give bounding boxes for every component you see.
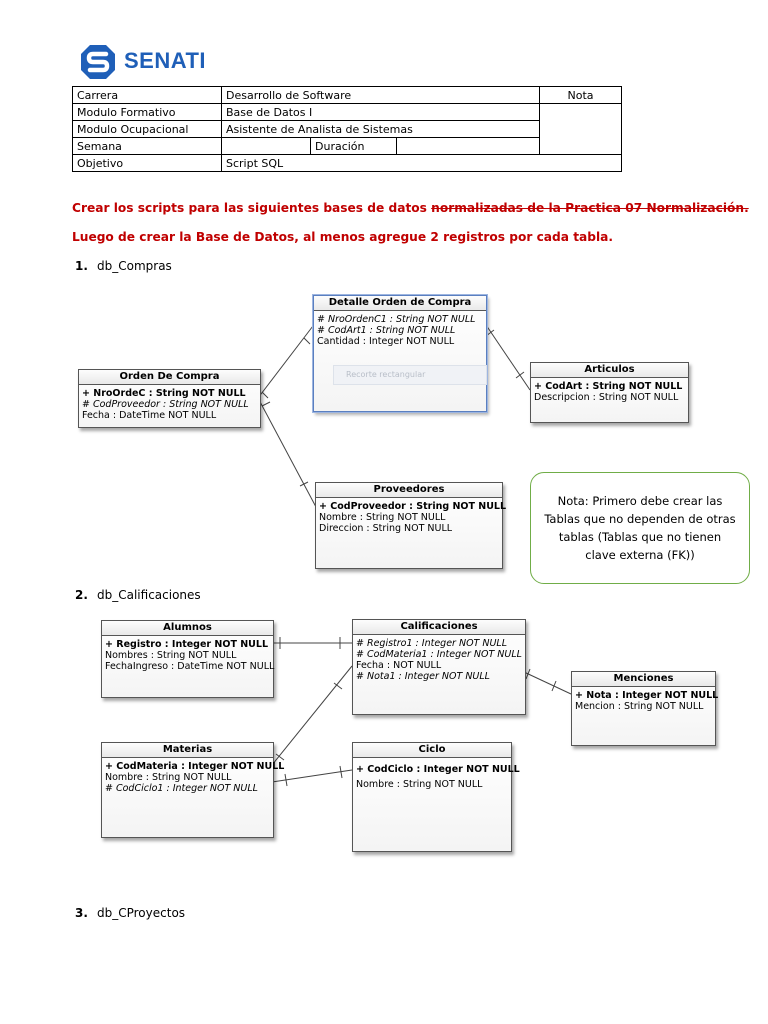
entity-alumnos: Alumnos + Registro : Integer NOT NULL No…	[101, 620, 274, 698]
attribute: # Nota1 : Integer NOT NULL	[356, 671, 490, 682]
attribute: + NroOrdeC : String NOT NULL	[82, 388, 246, 399]
entity-title: Calificaciones	[353, 620, 525, 635]
modulo-ocupacional-label: Modulo Ocupacional	[72, 120, 222, 138]
attribute: Mencion : String NOT NULL	[575, 701, 704, 712]
entity-ciclo: Ciclo + CodCiclo : Integer NOT NULL Nomb…	[352, 742, 520, 852]
attribute: Fecha : NOT NULL	[356, 660, 442, 671]
instruction-line-2: Luego de crear la Base de Datos, al meno…	[72, 230, 614, 244]
note-box: Nota: Primero debe crear las Tablas que …	[530, 472, 750, 584]
relation-ciclo-materias	[271, 769, 353, 783]
attribute: # CodCiclo1 : Integer NOT NULL	[105, 783, 258, 794]
duracion-label: Duración	[310, 137, 397, 155]
attribute: + CodProveedor : String NOT NULL	[319, 501, 507, 512]
entity-title: Detalle Orden de Compra	[314, 296, 486, 311]
instruction-line-1: Crear los scripts para las siguientes ba…	[72, 201, 749, 215]
entity-detalle-orden-compra: Detalle Orden de Compra # NroOrdenC1 : S…	[313, 295, 487, 412]
relation-calificaciones-menciones	[523, 671, 572, 695]
entity-calificaciones: Calificaciones # Registro1 : Integer NOT…	[352, 619, 526, 715]
entity-title: Orden De Compra	[79, 370, 260, 385]
course-info-table: Carrera Desarrollo de Software Nota Modu…	[72, 86, 622, 172]
section-heading-compras: 1.db_Compras	[75, 259, 172, 273]
attribute: # CodMateria1 : Integer NOT NULL	[356, 649, 522, 660]
entity-title: Proveedores	[316, 483, 502, 498]
attribute: Cantidad : Integer NOT NULL	[317, 336, 455, 347]
entity-title: Menciones	[572, 672, 715, 687]
entity-orden-de-compra: Orden De Compra + NroOrdeC : String NOT …	[78, 369, 261, 428]
attribute: FechaIngreso : DateTime NOT NULL	[105, 661, 275, 672]
entity-articulos: Articulos + CodArt : String NOT NULL Des…	[530, 362, 689, 423]
senati-logo: SENATI	[78, 42, 228, 82]
attribute: Descripcion : String NOT NULL	[534, 392, 679, 403]
instruction-line-1-text: Crear los scripts para las siguientes ba…	[72, 201, 432, 215]
attribute: + CodCiclo : Integer NOT NULL	[356, 764, 520, 775]
attribute: # NroOrdenC1 : String NOT NULL	[317, 314, 476, 325]
instruction-line-1-struck: normalizadas de la Practica 07 Normaliza…	[431, 201, 749, 215]
note-text: Nota: Primero debe crear las Tablas que …	[544, 494, 736, 562]
ghost-tooltip: Recorte rectangular	[333, 365, 487, 385]
attribute: Nombre : String NOT NULL	[105, 772, 232, 783]
attribute: # CodProveedor : String NOT NULL	[82, 399, 249, 410]
entity-title: Alumnos	[102, 621, 273, 636]
entity-title: Articulos	[531, 363, 688, 378]
relation-orden-detalle	[257, 321, 317, 399]
attribute: Nombre : String NOT NULL	[356, 779, 483, 790]
relation-detalle-articulos	[483, 321, 531, 391]
logo-text: SENATI	[124, 48, 207, 73]
attribute: Nombre : String NOT NULL	[319, 512, 446, 523]
entity-title: Materias	[102, 743, 273, 758]
relation-orden-proveedores	[257, 397, 317, 508]
entity-menciones: Menciones + Nota : Integer NOT NULL Menc…	[571, 671, 719, 746]
entity-title: Ciclo	[353, 743, 511, 758]
entity-proveedores: Proveedores + CodProveedor : String NOT …	[315, 482, 507, 569]
attribute: + CodArt : String NOT NULL	[534, 381, 683, 392]
nota-cell	[539, 103, 622, 155]
attribute: # Registro1 : Integer NOT NULL	[356, 638, 508, 649]
attribute: # CodArt1 : String NOT NULL	[317, 325, 456, 336]
relation-materias-calificaciones	[271, 665, 353, 766]
attribute: + Registro : Integer NOT NULL	[105, 639, 269, 650]
section-heading-calificaciones: 2.db_Calificaciones	[75, 588, 201, 602]
attribute: Direccion : String NOT NULL	[319, 523, 453, 534]
objetivo-label: Objetivo	[72, 154, 222, 172]
senati-s-logo-icon	[81, 45, 115, 79]
section-heading-cproyectos: 3.db_CProyectos	[75, 906, 186, 920]
attribute: + Nota : Integer NOT NULL	[575, 690, 719, 701]
attribute: Nombres : String NOT NULL	[105, 650, 237, 661]
attribute: + CodMateria : Integer NOT NULL	[105, 761, 285, 772]
attribute: Fecha : DateTime NOT NULL	[82, 410, 217, 421]
entity-materias: Materias + CodMateria : Integer NOT NULL…	[101, 742, 285, 838]
objetivo-value: Script SQL	[221, 154, 622, 172]
